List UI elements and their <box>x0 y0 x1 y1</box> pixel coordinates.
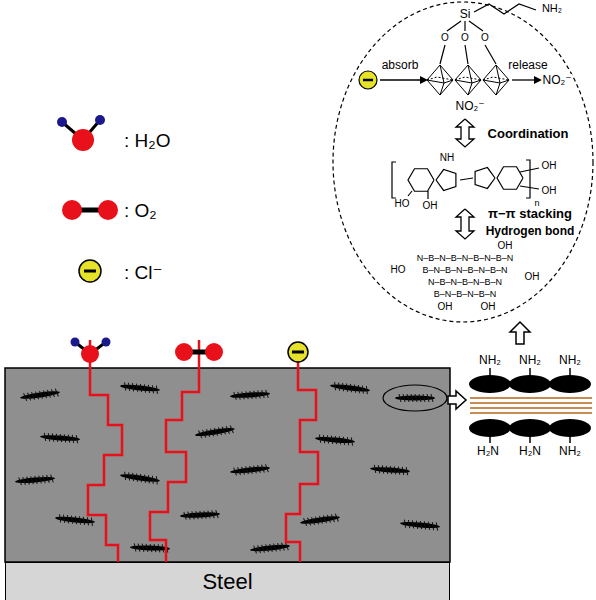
chloride-ion <box>359 71 542 89</box>
legend-icons <box>57 115 118 282</box>
chem-label: B–N–B–N–B–N–B–N <box>421 266 508 275</box>
chem-label: O <box>480 33 490 43</box>
chem-label: N–B–N–B–N–B–N <box>427 278 503 287</box>
nanosheet-stack <box>469 368 592 443</box>
chem-label: HO <box>394 199 411 209</box>
polydopamine-structure <box>392 160 539 199</box>
legend-text: : O₂ <box>124 201 157 220</box>
diffusion-paths <box>88 340 318 562</box>
chem-label: N–B–N–B–N–B–N–B–N <box>416 254 515 263</box>
chem-label: OH <box>437 302 454 312</box>
chem-label: OH <box>524 272 541 282</box>
chem-label: NO₂⁻ <box>455 100 486 112</box>
hollow-arrow <box>510 322 530 344</box>
legend-text: : Cl⁻ <box>124 263 163 282</box>
chem-label: H₂N <box>518 445 542 457</box>
surface-molecules <box>71 338 309 364</box>
chem-label: OH <box>480 302 497 312</box>
chem-label: O <box>460 33 470 43</box>
chem-label: NH₂ <box>558 445 582 457</box>
legend-text: : H₂O <box>124 131 170 150</box>
chem-label: H₂N <box>476 445 500 457</box>
chem-label: NH₂ <box>478 354 502 366</box>
double-arrows <box>456 119 474 239</box>
chem-label: OH <box>541 186 558 196</box>
chem-label: Coordination <box>487 127 570 140</box>
chem-label: NH <box>439 153 455 163</box>
chem-label: O <box>440 33 450 43</box>
chem-label: Hydrogen bond <box>485 225 576 237</box>
coating-layer <box>5 368 450 562</box>
chem-label: NO₂⁻ <box>542 74 573 86</box>
chem-label: OH <box>541 161 558 171</box>
chem-label: OH <box>497 241 514 251</box>
silane-cages <box>440 4 536 64</box>
node-text: Steel <box>202 569 252 595</box>
chem-label: Si <box>459 8 472 20</box>
hollow-arrow <box>448 391 466 409</box>
chem-label: NH₂ <box>558 354 582 366</box>
steel-substrate: Steel <box>5 562 450 600</box>
chem-label: absorb <box>381 59 420 71</box>
chem-label: NH₂ <box>518 354 542 366</box>
highlight-ellipse <box>383 385 447 411</box>
cage-structures <box>427 65 509 95</box>
chem-label: π−π stacking <box>487 207 573 220</box>
chem-label: B–N–B–N–B–N <box>433 290 498 299</box>
chem-label: OH <box>422 201 439 211</box>
chem-label: release <box>507 59 548 71</box>
nanosheets <box>15 382 441 554</box>
mechanism-ellipse <box>333 2 593 322</box>
chem-label: NH₂ <box>541 3 563 14</box>
chem-label: HO <box>390 265 407 275</box>
